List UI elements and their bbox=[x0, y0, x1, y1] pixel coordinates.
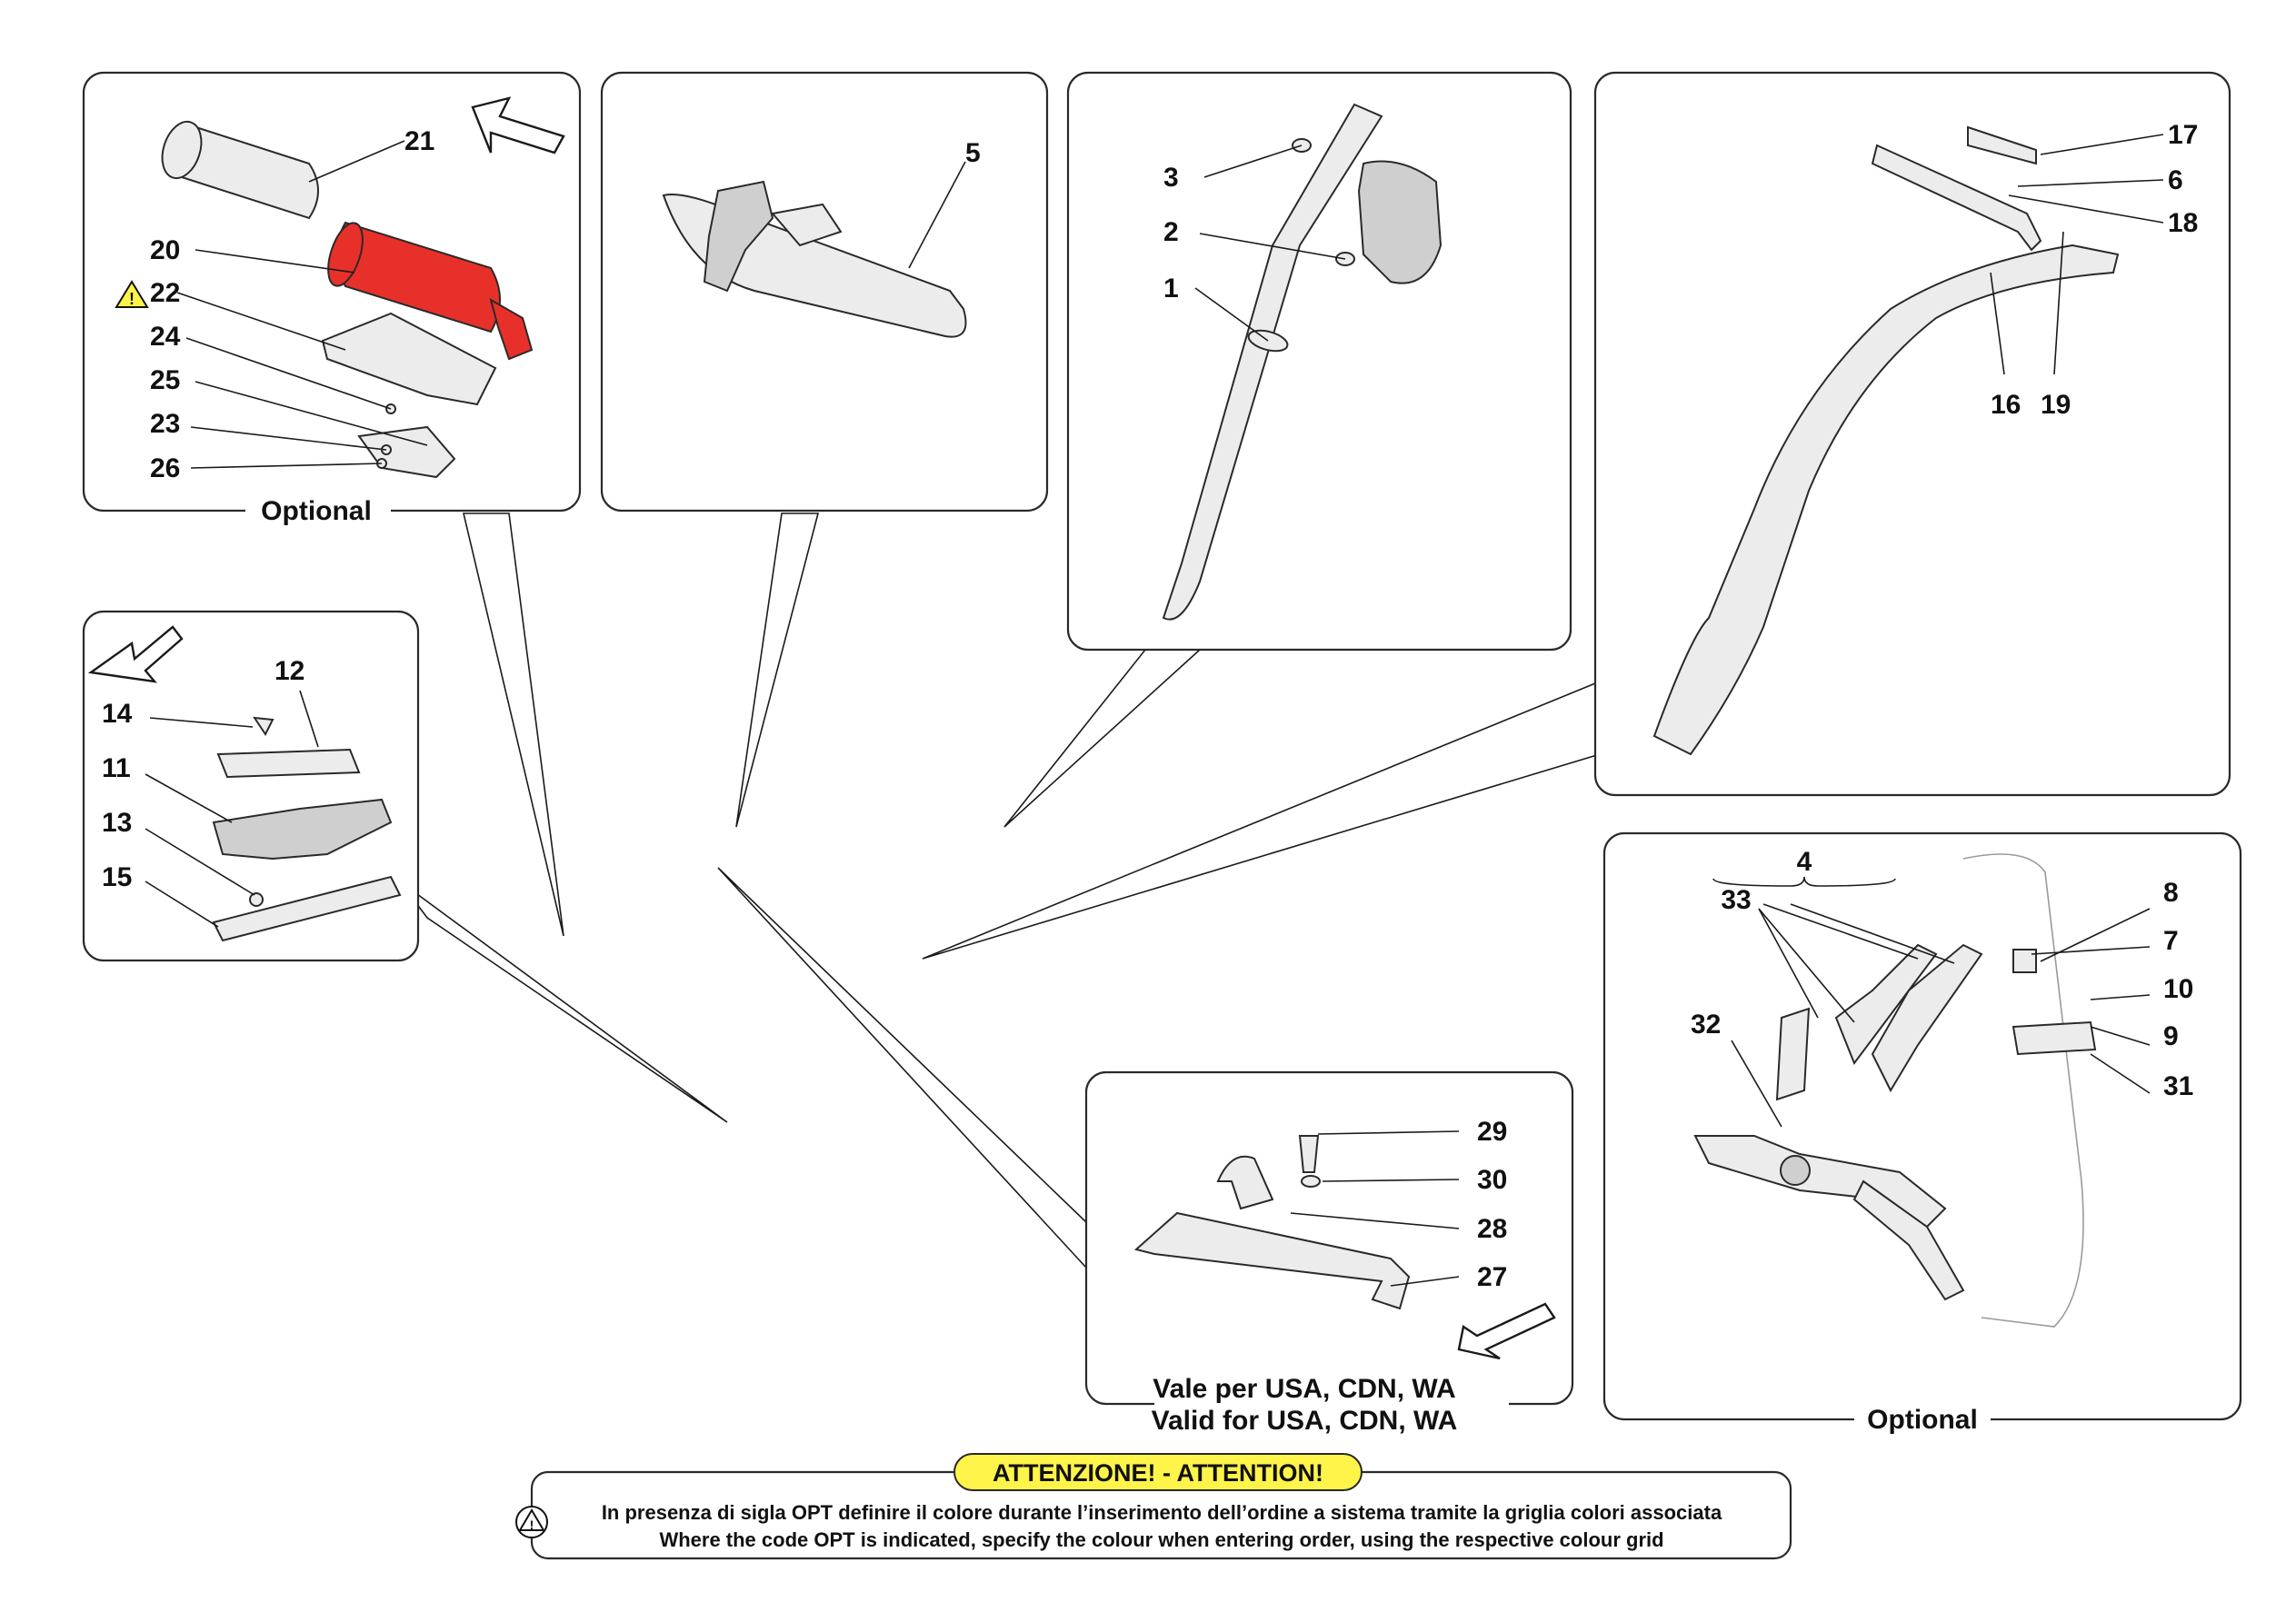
label-24: 24 bbox=[150, 322, 181, 352]
attention-badge bbox=[953, 1453, 1363, 1491]
label-28: 28 bbox=[1477, 1214, 1507, 1244]
direction-arrow-icon bbox=[471, 96, 565, 154]
crotch-strap bbox=[1852, 1179, 1965, 1301]
belt-retractor bbox=[1357, 160, 1442, 284]
attention-notice: ATTENZIONE! - ATTENTION! ! In presenza d… bbox=[515, 1453, 1792, 1560]
extinguisher-cover bbox=[161, 120, 319, 220]
harness-anchor bbox=[2012, 949, 2037, 973]
panel-harness: Optional 4 33 32 8 7 10 9 31 bbox=[1602, 831, 2242, 1435]
label-8: 8 bbox=[2163, 878, 2179, 908]
lap-strap bbox=[1693, 1135, 1947, 1229]
warning-triangle-icon: ! bbox=[115, 280, 149, 308]
direction-arrow-icon bbox=[87, 625, 184, 683]
label-26: 26 bbox=[150, 453, 180, 483]
label-5: 5 bbox=[965, 138, 981, 168]
panel-seat-belt: 3 2 1 bbox=[1066, 71, 1572, 652]
seat-belt-webbing bbox=[1162, 103, 1383, 621]
panel-sill-trim: 14 12 11 13 15 bbox=[82, 610, 420, 962]
panel-anchor-bracket: Vale per USA, CDN, WA Valid for USA, CDN… bbox=[1084, 1070, 1574, 1436]
generator-bracket bbox=[1967, 125, 2037, 165]
label-16: 16 bbox=[1991, 390, 2021, 420]
panel-fire-extinguisher: Optional 21 20 ! bbox=[82, 71, 582, 526]
caption-optional: Optional bbox=[261, 496, 372, 526]
label-17: 17 bbox=[2168, 120, 2198, 150]
panel-airbag-rail: 17 6 18 16 19 bbox=[1593, 71, 2231, 797]
label-27: 27 bbox=[1477, 1262, 1507, 1292]
notice-line-en: Where the code OPT is indicated, specify… bbox=[659, 1528, 1663, 1551]
label-3: 3 bbox=[1163, 163, 1179, 193]
label-2: 2 bbox=[1163, 217, 1179, 247]
caption-usa-it: Vale per USA, CDN, WA bbox=[1153, 1374, 1455, 1404]
label-1: 1 bbox=[1163, 274, 1179, 304]
svg-text:!: ! bbox=[129, 290, 135, 308]
label-20: 20 bbox=[150, 235, 180, 265]
label-4: 4 bbox=[1797, 847, 1812, 877]
fire-extinguisher bbox=[327, 221, 534, 361]
direction-arrow-icon bbox=[1457, 1302, 1556, 1360]
gas-generator-tube bbox=[1871, 144, 2042, 252]
panel-rear-view-mirror: 5 bbox=[600, 71, 1049, 512]
label-23: 23 bbox=[150, 409, 180, 439]
label-30: 30 bbox=[1477, 1165, 1507, 1195]
label-11: 11 bbox=[102, 753, 131, 783]
label-6: 6 bbox=[2168, 165, 2183, 195]
label-29: 29 bbox=[1477, 1117, 1507, 1147]
label-10: 10 bbox=[2163, 974, 2193, 1004]
label-33: 33 bbox=[1721, 885, 1751, 915]
attention-title: ATTENZIONE! - ATTENTION! bbox=[993, 1459, 1323, 1487]
pad-left bbox=[1775, 1007, 1811, 1101]
label-32: 32 bbox=[1691, 1010, 1721, 1040]
caption-optional-harness: Optional bbox=[1867, 1405, 1978, 1435]
label-13: 13 bbox=[102, 808, 132, 838]
label-21: 21 bbox=[404, 126, 434, 156]
label-7: 7 bbox=[2163, 926, 2179, 956]
label-15: 15 bbox=[102, 862, 132, 892]
label-18: 18 bbox=[2168, 208, 2198, 238]
label-31: 31 bbox=[2163, 1071, 2193, 1101]
curtain-airbag-rail bbox=[1652, 244, 2120, 756]
extinguisher-bracket bbox=[321, 312, 497, 406]
svg-text:!: ! bbox=[530, 1518, 534, 1532]
seat-outline bbox=[1962, 853, 2084, 1328]
label-9: 9 bbox=[2163, 1021, 2179, 1051]
label-22: 22 bbox=[150, 278, 180, 308]
anchor-bracket-rail bbox=[1133, 1211, 1411, 1310]
harness-bracket bbox=[2011, 1020, 2097, 1056]
label-12: 12 bbox=[275, 656, 304, 686]
warning-triangle-icon: ! bbox=[515, 1506, 548, 1538]
shoulder-strap-left bbox=[1834, 943, 1938, 1066]
label-19: 19 bbox=[2041, 390, 2071, 420]
label-14: 14 bbox=[102, 699, 133, 729]
anchor-loop bbox=[1216, 1155, 1274, 1210]
label-25: 25 bbox=[150, 365, 180, 395]
shoulder-strap-right bbox=[1871, 943, 1983, 1093]
sill-trim-cover bbox=[216, 748, 361, 779]
sill-bracket bbox=[212, 798, 393, 861]
caption-usa-en: Valid for USA, CDN, WA bbox=[1152, 1406, 1458, 1436]
harness-buckle bbox=[1780, 1155, 1811, 1186]
mirror-mount bbox=[703, 180, 774, 293]
sill-strip bbox=[212, 875, 402, 942]
notice-line-it: In presenza di sigla OPT definire il col… bbox=[602, 1501, 1722, 1524]
